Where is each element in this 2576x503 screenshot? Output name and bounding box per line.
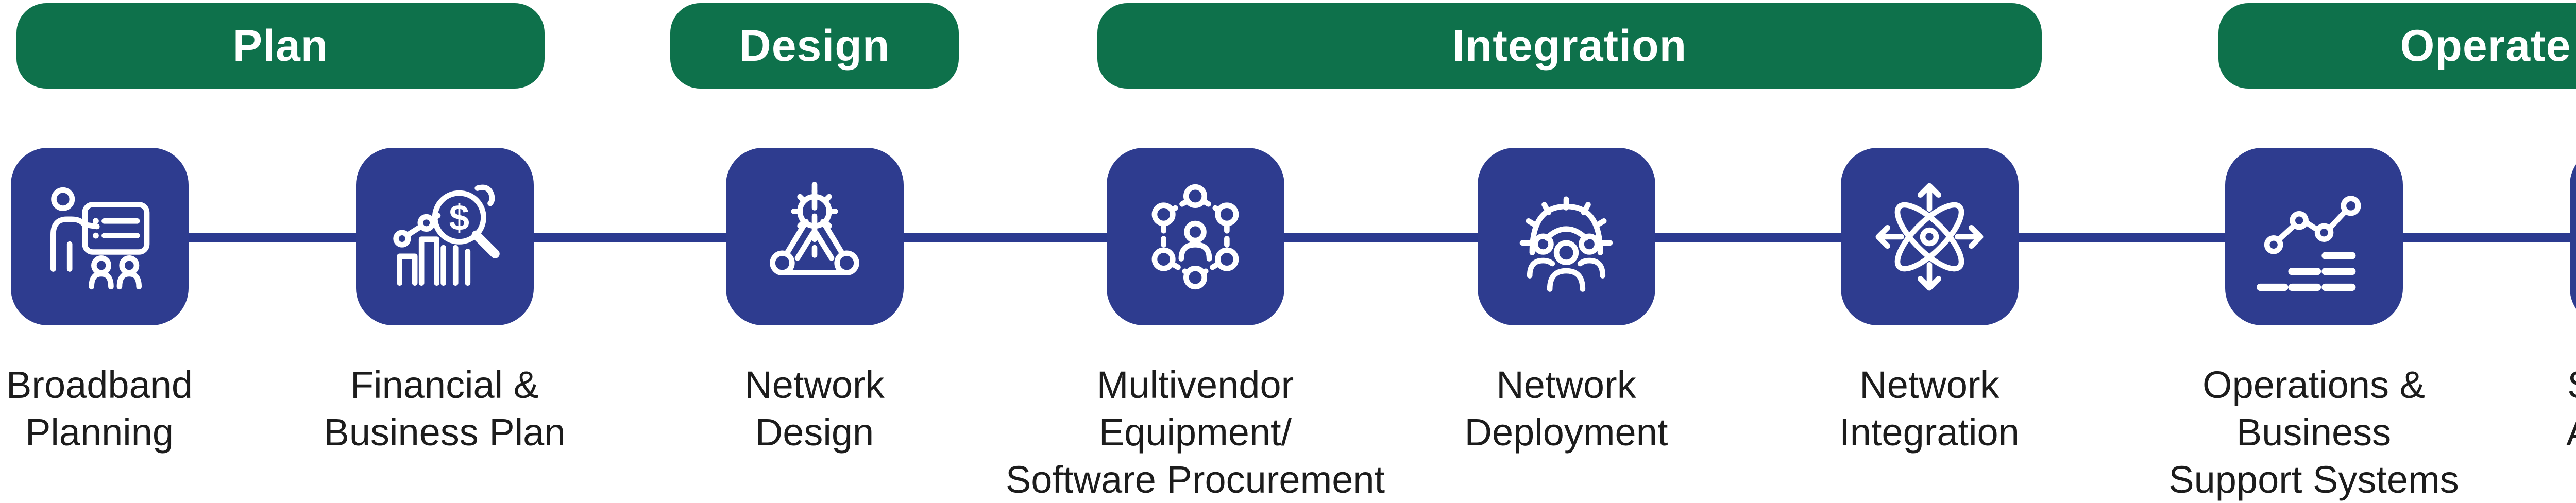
analytics-dashboard-icon <box>2257 195 2361 291</box>
step-icon-box <box>1840 148 2019 325</box>
step-label: Operations & Business Support Systems <box>2168 363 2459 501</box>
step-icon-box <box>1106 148 1284 325</box>
vendor-network-icon <box>1151 184 1239 289</box>
step-icon-box <box>725 148 904 325</box>
orbit-arrows-icon <box>1875 183 1984 290</box>
financial-analysis-icon: $ <box>393 184 500 286</box>
presentation-icon <box>50 187 150 289</box>
step-label: Broadband Planning <box>6 363 193 454</box>
phase-label: Integration <box>1452 21 1687 71</box>
phase-pill-design: Design <box>670 3 959 89</box>
step-icon-box <box>2569 148 2576 325</box>
svg-text:$: $ <box>449 198 469 238</box>
step-label: Multivendor Equipment/ Software Procurem… <box>1005 363 1385 501</box>
step-icon-box <box>1477 148 1655 325</box>
phase-label: Operate <box>2400 21 2571 71</box>
step-label: Financial & Business Plan <box>324 363 566 454</box>
step-label: Network Deployment <box>1464 363 1668 454</box>
phase-pill-integration: Integration <box>1097 3 2042 89</box>
phase-pill-plan: Plan <box>16 3 545 89</box>
step-label: Network Integration <box>1839 363 2020 454</box>
step-icon-box <box>2225 148 2403 325</box>
phase-pill-operate: Operate <box>2218 3 2576 89</box>
blueprint-gear-icon <box>770 181 859 275</box>
phase-label: Plan <box>232 21 329 71</box>
step-label: Subscriber Acquisition <box>2401 361 2576 456</box>
step-label: Network Design <box>744 363 885 454</box>
step-icon-box: $ <box>355 148 534 325</box>
step-icon-box <box>10 148 189 325</box>
team-gear-icon <box>1519 196 1613 292</box>
phase-label: Design <box>739 21 890 71</box>
